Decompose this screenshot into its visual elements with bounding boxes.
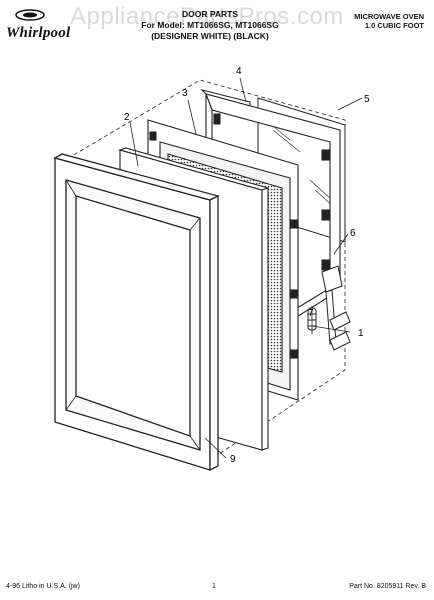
part-door-outer-frame: [53, 153, 220, 472]
product-line-1: MICROWAVE OVEN: [354, 12, 424, 21]
leader-lines: [129, 77, 363, 459]
footer-page-number: 1: [212, 583, 216, 590]
title-line-1: DOOR PARTS: [181, 9, 239, 19]
watermark-text: AppliancePartsPros.com: [70, 3, 344, 30]
brand-name: Whirlpool: [6, 25, 71, 41]
product-type: MICROWAVE OVEN 1.0 CUBIC FOOT: [354, 12, 424, 30]
title-line-2: For Model: MT1066SG, MT1066SG: [141, 20, 279, 30]
callout-5: 5: [364, 94, 370, 105]
callout-7: 7: [308, 308, 314, 319]
exploded-parts-diagram: 4 3 2 5 6 7 1 9: [53, 66, 370, 472]
callout-9: 9: [230, 454, 236, 465]
part-latch: [321, 265, 351, 351]
callout-4: 4: [236, 66, 242, 77]
callout-3: 3: [182, 88, 188, 99]
title-line-3: (DESIGNER WHITE) (BLACK): [151, 31, 269, 41]
page-title: DOOR PARTS For Model: MT1066SG, MT1066SG…: [110, 9, 310, 42]
footer-litho: 4-96 Litho in U.S.A. (jw): [6, 583, 80, 590]
callout-2: 2: [124, 112, 130, 123]
product-line-2: 1.0 CUBIC FOOT: [364, 21, 424, 30]
whirlpool-logo: [15, 9, 45, 21]
footer-part-number: Part No. 8205911 Rev. B: [349, 583, 426, 590]
callout-6: 6: [350, 228, 356, 239]
callout-1: 1: [358, 328, 364, 339]
